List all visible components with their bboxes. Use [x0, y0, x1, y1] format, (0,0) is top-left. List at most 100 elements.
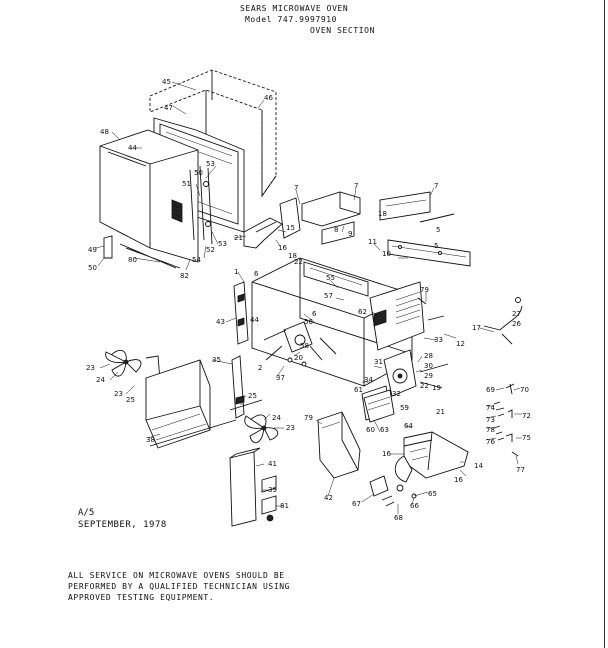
- stirrer-hood: [394, 431, 469, 483]
- part-label-66: 66: [410, 502, 419, 510]
- part-label-25b: 25: [248, 392, 257, 400]
- part-label-23b: 23: [114, 390, 123, 398]
- part-label-6: 6: [254, 270, 259, 278]
- magnetron-parts: [263, 321, 337, 367]
- notice-line: ALL SERVICE ON MICROWAVE OVENS SHOULD BE: [68, 571, 285, 580]
- model-number: Model 747.9997910: [245, 15, 338, 24]
- part-label-38: 38: [146, 436, 155, 444]
- service-notice: ALL SERVICE ON MICROWAVE OVENS SHOULD BE…: [68, 570, 290, 603]
- part-label-35: 35: [212, 356, 221, 364]
- part-label-22: 22: [294, 258, 303, 266]
- part-label-59: 59: [400, 404, 409, 412]
- part-label-32: 32: [392, 390, 401, 398]
- part-label-2: 2: [258, 364, 262, 372]
- part-label-60: 60: [366, 426, 375, 434]
- part-label-8: 8: [334, 226, 338, 234]
- part-label-25a: 25: [126, 396, 135, 404]
- part-label-76: 76: [486, 438, 495, 446]
- transformer-60: [363, 389, 395, 423]
- part-label-5a: 5: [436, 226, 440, 234]
- part-label-18b: 18: [288, 252, 297, 260]
- part-label-26: 26: [512, 320, 521, 328]
- notice-line: APPROVED TESTING EQUIPMENT.: [68, 593, 215, 602]
- part-label-75: 75: [522, 434, 531, 442]
- part-label-16b: 16: [382, 450, 391, 458]
- part-label-80: 80: [128, 256, 137, 264]
- part-label-34: 34: [364, 376, 373, 384]
- part-label-23c: 23: [286, 424, 295, 432]
- part-label-82: 82: [180, 272, 189, 280]
- part-label-77: 77: [516, 466, 525, 474]
- part-label-78: 78: [486, 426, 495, 434]
- part-label-24a: 24: [96, 376, 105, 384]
- part-label-6b: 6: [312, 310, 317, 318]
- part-label-67: 67: [352, 500, 361, 508]
- part-label-44: 44: [128, 144, 137, 152]
- hardware-column: [493, 383, 519, 457]
- part-label-48: 48: [100, 128, 109, 136]
- part-label-47: 47: [164, 104, 173, 112]
- revision-code: A/5: [78, 508, 95, 518]
- part-label-12: 12: [456, 340, 465, 348]
- part-label-9: 9: [348, 230, 352, 238]
- part-label-52: 52: [206, 246, 215, 254]
- part-label-58: 58: [300, 342, 309, 350]
- door-handle: [103, 235, 181, 269]
- switch-bracket-41: [229, 447, 277, 527]
- part-label-50b: 50: [88, 264, 97, 272]
- bracket-42: [317, 411, 361, 479]
- part-label-19: 19: [432, 384, 441, 392]
- part-label-24b: 24: [272, 414, 281, 422]
- part-label-54: 54: [192, 256, 201, 264]
- part-label-23a: 23: [86, 364, 95, 372]
- part-label-16: 16: [278, 244, 287, 252]
- diagram-date: SEPTEMBER, 1978: [78, 520, 167, 530]
- power-cord-26: [483, 297, 523, 345]
- part-label-61: 61: [354, 386, 363, 394]
- part-label-79b: 79: [304, 414, 313, 422]
- fan-shroud-38: [145, 359, 237, 449]
- control-panel-back: [369, 281, 425, 351]
- part-label-18: 18: [378, 210, 387, 218]
- door-panel: [99, 129, 199, 263]
- part-label-33: 33: [434, 336, 443, 344]
- part-label-46: 46: [264, 94, 273, 102]
- scan-edge-line: [604, 0, 605, 648]
- part-label-10: 10: [382, 250, 391, 258]
- part-label-20: 20: [294, 354, 303, 362]
- part-label-15: 15: [286, 224, 295, 232]
- part-label-21: 21: [234, 234, 243, 242]
- part-label-72: 72: [522, 412, 531, 420]
- part-label-7c: 7: [434, 182, 438, 190]
- top-ducts: [279, 191, 431, 245]
- part-label-7b: 7: [354, 182, 358, 190]
- part-label-49: 49: [88, 246, 97, 254]
- diagram-title: SEARS MICROWAVE OVEN: [240, 4, 349, 13]
- part-label-41: 41: [268, 460, 277, 468]
- part-label-79: 79: [420, 286, 429, 294]
- part-label-5b: 5: [434, 242, 438, 250]
- part-label-1: 1: [234, 268, 238, 276]
- part-label-57: 57: [324, 292, 333, 300]
- left-side-bracket: [233, 281, 249, 345]
- part-label-7a: 7: [294, 184, 298, 192]
- rail-bracket-5: [387, 213, 471, 267]
- part-label-45: 45: [162, 78, 171, 86]
- part-label-22b: 22: [420, 382, 429, 390]
- part-label-17: 17: [472, 324, 481, 332]
- part-label-29: 29: [424, 372, 433, 380]
- part-label-37: 37: [276, 374, 285, 382]
- part-label-53: 53: [206, 160, 215, 168]
- part-label-11: 11: [368, 238, 377, 246]
- part-label-43: 43: [216, 318, 225, 326]
- fan-blade-left: [105, 349, 161, 381]
- part-label-68: 68: [394, 514, 403, 522]
- part-label-64: 64: [404, 422, 413, 430]
- part-label-14: 14: [474, 462, 483, 470]
- part-label-73: 73: [486, 416, 495, 424]
- part-label-44b: 44: [250, 316, 259, 324]
- part-label-70: 70: [520, 386, 529, 394]
- part-label-50: 50: [194, 169, 203, 177]
- part-label-16c: 16: [454, 476, 463, 484]
